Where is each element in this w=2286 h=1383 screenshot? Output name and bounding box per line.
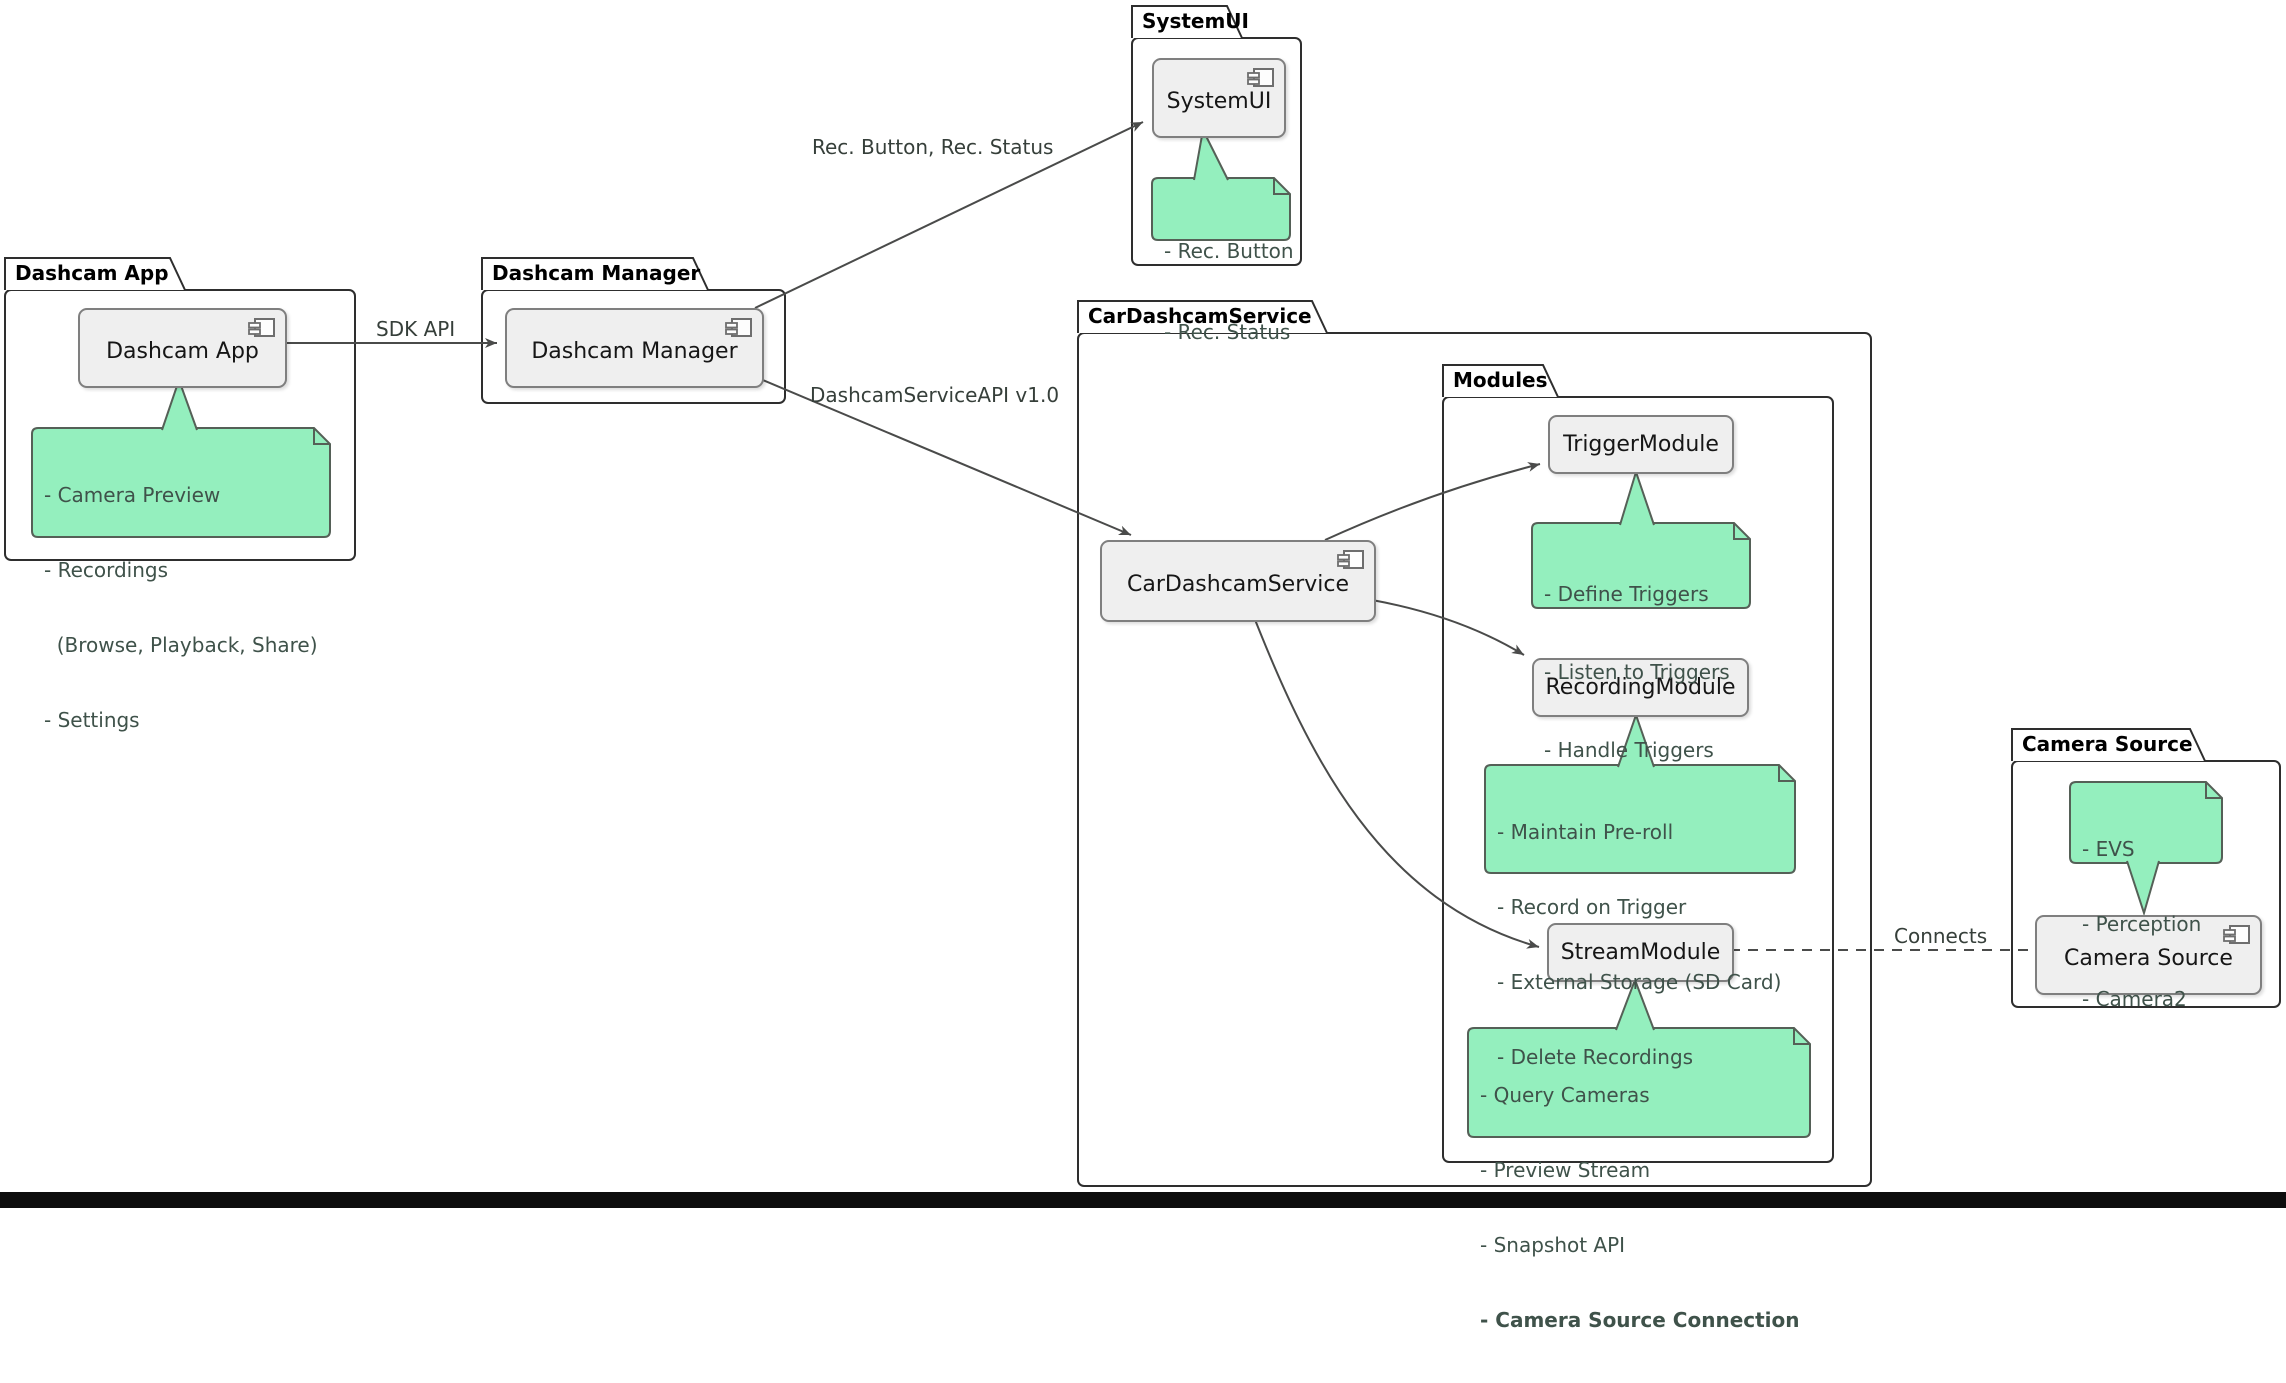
package-dashcam-app-tab [4, 257, 186, 291]
edge-label-dashcam-service-api: DashcamServiceAPI v1.0 [810, 383, 1060, 407]
note-stream-module-fold [1793, 1028, 1810, 1045]
note-recording-module [1484, 764, 1796, 874]
note-trigger-module-tail [1619, 468, 1655, 526]
note-camera-source-fold [2205, 782, 2222, 799]
note-dashcam-app-text: - Camera Preview - Recordings (Browse, P… [44, 433, 318, 783]
component-systemui: SystemUI [1152, 58, 1286, 138]
note-camera-source-text: - EVS - Perception - Camera2 [2082, 787, 2201, 1062]
component-camera-source: Camera Source [2035, 915, 2262, 995]
note-stream-module [1467, 1027, 1811, 1138]
component-label: SystemUI [1166, 88, 1272, 114]
package-modules-title: Modules [1453, 368, 1548, 392]
note-recording-module-text: - Maintain Pre-roll - Record on Trigger … [1497, 770, 1781, 1120]
package-systemui-tab [1131, 5, 1243, 39]
note-trigger-module [1531, 522, 1751, 609]
note-line: - Settings [44, 708, 140, 732]
note-recording-module-fold [1778, 765, 1795, 782]
component-icon [1247, 68, 1274, 87]
note-line: - Rec. Button [1164, 239, 1294, 263]
package-modules-tab [1442, 364, 1559, 398]
package-cardashcamservice-tab [1077, 300, 1328, 334]
note-line: - EVS [2082, 837, 2135, 861]
edge-label-rec-button-status: Rec. Button, Rec. Status [812, 135, 1054, 159]
note-line: - Delete Recordings [1497, 1045, 1694, 1069]
component-icon [1337, 550, 1364, 569]
note-line: - Record on Trigger [1497, 895, 1687, 919]
edge-dashcam-service-api [757, 377, 1132, 536]
edge-label-connects: Connects [1894, 924, 1988, 948]
package-systemui-title: SystemUI [1142, 9, 1249, 33]
edge-cds-to-triggermodule [1324, 462, 1541, 541]
edge-rec-button-status [754, 121, 1144, 309]
note-line: - Camera2 [2082, 987, 2187, 1011]
component-label: RecordingModule [1545, 675, 1736, 700]
diagram-canvas: SystemUI Dashcam App Dashcam Manager Car… [0, 5, 2286, 1332]
component-label: CarDashcamService [1126, 571, 1350, 597]
package-camera-source-title: Camera Source [2022, 732, 2193, 756]
note-line: - Maintain Pre-roll [1497, 820, 1674, 844]
note-systemui [1151, 177, 1291, 241]
component-label: TriggerModule [1563, 432, 1719, 457]
component-recording-module: RecordingModule [1532, 658, 1749, 717]
edge-cds-to-streammodule [1251, 611, 1540, 949]
note-camera-source-tail [2126, 860, 2160, 917]
package-dashcam-manager-tab [481, 257, 709, 291]
package-dashcam-app-title: Dashcam App [15, 261, 169, 285]
component-dashcam-app: Dashcam App [78, 308, 287, 388]
note-line: - Snapshot API [1480, 1233, 1626, 1257]
note-line: (Browse, Playback, Share) [44, 633, 318, 657]
note-line: - Query Cameras [1480, 1083, 1650, 1107]
component-dashcam-manager: Dashcam Manager [505, 308, 764, 388]
diagram-chrome-layer [4, 5, 2281, 1187]
note-stream-module-text: - Query Cameras - Preview Stream - Snaps… [1480, 1033, 1800, 1383]
note-line: - Define Triggers [1544, 582, 1709, 606]
note-group [31, 126, 2223, 1138]
note-line: - Handle Triggers [1544, 738, 1714, 762]
component-icon [248, 318, 275, 337]
note-line: - Rec. Status [1164, 320, 1291, 344]
window-bottom-edge [0, 1192, 2286, 1208]
note-dashcam-app-fold [313, 428, 330, 445]
package-camera-source-tab [2011, 728, 2206, 762]
edge-cds-to-recordingmodule [1371, 599, 1525, 656]
component-label: Camera Source [2064, 945, 2233, 971]
component-label: Dashcam Manager [531, 338, 738, 364]
note-dashcam-app [31, 427, 331, 538]
component-stream-module: StreamModule [1547, 923, 1734, 982]
package-modules-body [1442, 396, 1834, 1163]
note-line: - Camera Preview [44, 483, 221, 507]
note-line: - External Storage (SD Card) [1497, 970, 1782, 994]
component-label: Dashcam App [106, 338, 259, 364]
note-trigger-module-text: - Define Triggers - Listen to Triggers -… [1544, 529, 1730, 815]
note-line-bold: - Camera Source Connection [1480, 1308, 1800, 1332]
package-cardashcamservice-title: CarDashcamService [1088, 304, 1312, 328]
component-icon [2223, 925, 2250, 944]
edge-label-sdk-api: SDK API [376, 317, 456, 341]
note-trigger-module-fold [1733, 523, 1750, 540]
note-line: - Perception [2082, 912, 2202, 936]
note-line: - Listen to Triggers [1544, 660, 1730, 684]
component-icon [725, 318, 752, 337]
package-dashcam-manager-title: Dashcam Manager [492, 261, 701, 285]
note-line: - Recordings [44, 558, 169, 582]
note-camera-source [2069, 781, 2223, 864]
package-cardashcamservice-body [1077, 332, 1872, 1187]
component-trigger-module: TriggerModule [1548, 415, 1734, 474]
note-systemui-text: - Rec. Button - Rec. Status [1164, 184, 1294, 400]
note-systemui-fold [1273, 178, 1290, 195]
component-cardashcamservice: CarDashcamService [1100, 540, 1376, 622]
component-label: StreamModule [1560, 940, 1721, 965]
note-line: - Preview Stream [1480, 1158, 1651, 1182]
